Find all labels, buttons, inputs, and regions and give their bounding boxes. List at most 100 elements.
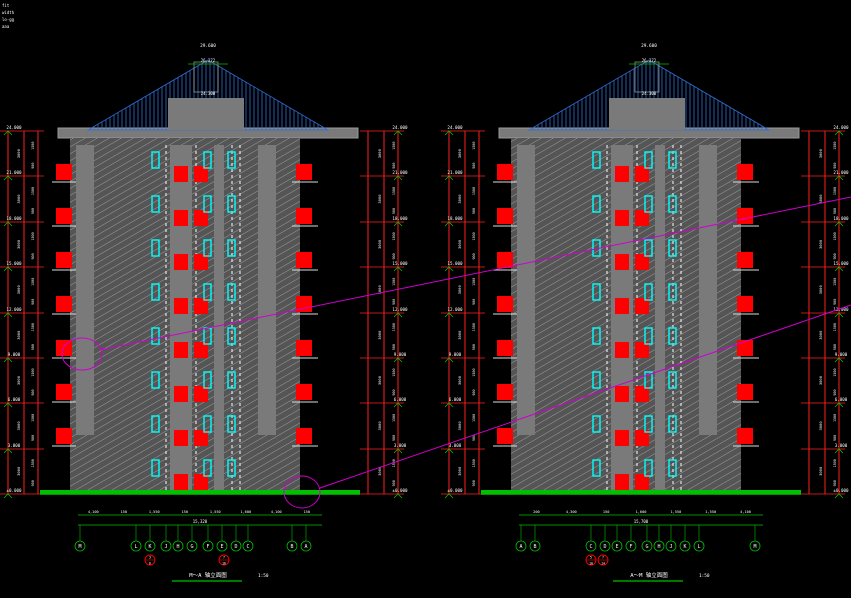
floor-height-dim: 3000	[457, 285, 462, 295]
window-cyan	[227, 195, 236, 213]
roof-level-label: 26.272	[201, 58, 216, 63]
level-label: 24.000	[6, 125, 22, 130]
floor-height-dim: 3000	[818, 375, 823, 385]
window-red	[615, 430, 629, 446]
axis-bubble	[665, 540, 677, 552]
floor-height-dim: 3000	[818, 239, 823, 249]
core-bay	[214, 145, 224, 494]
floor-height-dim: 3000	[818, 466, 823, 476]
window-red	[174, 298, 188, 314]
window-red	[194, 166, 208, 182]
axis-bubble	[693, 540, 705, 552]
dim-segment: 150	[304, 510, 311, 514]
window-red	[635, 254, 649, 270]
window-cyan	[227, 327, 236, 345]
window-red	[635, 474, 649, 490]
window-cyan	[644, 239, 653, 257]
balcony-window	[737, 252, 753, 268]
window-cyan	[203, 283, 212, 301]
sub-dim: 900	[392, 480, 396, 486]
floor-height-dim: 3000	[818, 148, 823, 158]
balcony-window	[737, 428, 753, 444]
sub-dim: 1500	[472, 187, 476, 195]
window-cyan	[644, 415, 653, 433]
window-cyan	[227, 459, 236, 477]
window-red	[615, 166, 629, 182]
floor-height-dim: 3000	[457, 148, 462, 158]
magenta-guide-line	[99, 196, 851, 351]
window-cyan	[151, 459, 160, 477]
level-marker	[444, 221, 454, 227]
sub-dim: 900	[472, 344, 476, 350]
level-marker	[3, 175, 13, 181]
dim-segment: 150	[603, 510, 610, 514]
level-label: 24.000	[833, 125, 849, 130]
drawing-title: A～M 轴立面图	[630, 571, 668, 579]
axis-label: G	[190, 544, 193, 550]
stair-column	[699, 145, 717, 435]
level-label: 6.000	[449, 397, 462, 402]
axis-label: L	[134, 544, 137, 550]
level-marker	[444, 130, 454, 136]
axis-label: B	[533, 544, 536, 550]
sub-dim: 900	[833, 344, 837, 350]
sub-dim: 1500	[472, 278, 476, 286]
level-label: 15.000	[833, 261, 849, 266]
level-label: 12.000	[6, 307, 22, 312]
axis-label: J	[669, 544, 672, 550]
axis-label: H	[176, 544, 179, 550]
level-marker	[834, 357, 844, 363]
level-label: 21.000	[833, 170, 849, 175]
sub-dim: 1500	[472, 323, 476, 331]
window-red	[174, 386, 188, 402]
floor-height-dim: 3000	[457, 239, 462, 249]
level-label: 21.000	[6, 170, 22, 175]
balcony-window	[497, 252, 513, 268]
balcony-window	[737, 208, 753, 224]
sub-dim: 900	[392, 299, 396, 305]
window-red	[635, 430, 649, 446]
sub-dim: 900	[31, 299, 35, 305]
sub-dim: 1500	[472, 368, 476, 376]
level-label: 15.000	[392, 261, 408, 266]
level-marker	[834, 221, 844, 227]
window-cyan	[644, 327, 653, 345]
axis-bubble	[300, 540, 312, 552]
sub-dim: 900	[472, 299, 476, 305]
floor-height-dim: 3000	[16, 466, 21, 476]
level-label: 15.000	[447, 261, 463, 266]
index-bottom: 14	[601, 562, 605, 566]
sub-dim: 1500	[392, 323, 396, 331]
dim-segment: 150	[121, 510, 128, 514]
level-marker	[3, 448, 13, 454]
balcony-window	[497, 428, 513, 444]
sub-dim: 900	[472, 253, 476, 259]
total-dim: 15,700	[634, 519, 649, 524]
window-cyan	[668, 151, 677, 169]
level-label: 21.000	[447, 170, 463, 175]
window-red	[194, 298, 208, 314]
balcony-window	[296, 384, 312, 400]
dim-segment: 4,100	[271, 510, 282, 514]
axis-bubble	[74, 540, 86, 552]
balcony-window	[497, 384, 513, 400]
level-label: 18.000	[6, 216, 22, 221]
core-bay	[170, 145, 192, 494]
level-marker	[444, 402, 454, 408]
level-marker	[3, 130, 13, 136]
window-cyan	[227, 283, 236, 301]
window-cyan	[668, 283, 677, 301]
sub-dim: 1500	[833, 278, 837, 286]
sub-dim: 900	[31, 163, 35, 169]
core-bay	[611, 145, 633, 494]
axis-bubble	[599, 540, 611, 552]
guide-lines	[61, 196, 851, 509]
level-label: 12.000	[447, 307, 463, 312]
floor-height-dim: 3000	[457, 194, 462, 204]
sub-dim: 1500	[392, 368, 396, 376]
sub-dim: 900	[833, 299, 837, 305]
ridge-level-label: 24.300	[642, 91, 657, 96]
peak-level-label: 29.600	[641, 43, 657, 49]
level-marker	[3, 357, 13, 363]
